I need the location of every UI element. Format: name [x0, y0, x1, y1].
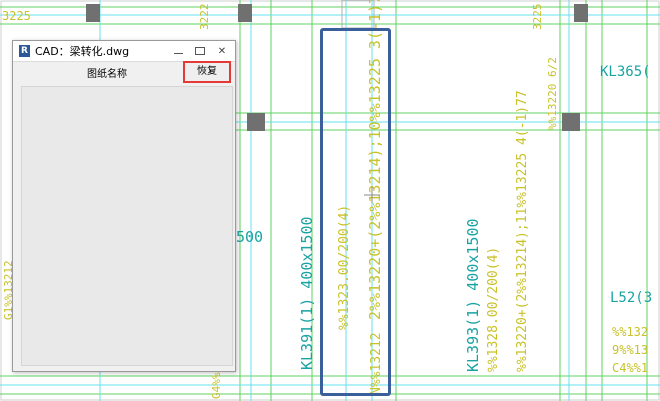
column-square-5: [562, 113, 580, 131]
drawing-list[interactable]: [21, 86, 233, 366]
text-left-500: 500: [236, 228, 263, 246]
column-square-3: [574, 4, 588, 22]
text-top-vertical-2: 3225: [531, 4, 544, 31]
restore-button[interactable]: 恢复: [183, 61, 231, 83]
text-mid-vertical: N%%13212: [369, 332, 384, 395]
text-left-vertical: G1%%13212: [2, 260, 15, 320]
text-l52-line3: 9%%13: [612, 343, 648, 357]
list-header: 图纸名称 恢复: [21, 61, 233, 84]
maximize-button[interactable]: [189, 41, 211, 61]
selection-highlight-box: [320, 28, 391, 396]
column-square-4: [247, 113, 265, 131]
column-header-drawing-name: 图纸名称: [87, 69, 127, 80]
dialog-title: CAD：梁转化.dwg: [35, 45, 130, 58]
column-square-2: [238, 4, 252, 22]
text-l52-line2: %%132: [612, 325, 648, 339]
minimize-button[interactable]: [167, 41, 189, 61]
app-icon: R: [19, 45, 30, 57]
maximize-icon: [195, 47, 205, 55]
dialog-titlebar[interactable]: R CAD：梁转化.dwg ✕: [13, 41, 235, 62]
text-kl393: KL393(1) 400x1500: [464, 218, 482, 372]
close-button[interactable]: ✕: [211, 41, 233, 61]
window-controls: ✕: [167, 41, 233, 61]
cad-dialog-window: R CAD：梁转化.dwg ✕ 图纸名称 恢复: [12, 40, 236, 372]
text-kl393-line2: %%13220+(2%%13214);11%%13225 4(-1)77: [515, 90, 530, 372]
text-top-left: 3225: [2, 9, 31, 23]
text-main-vertical: 2%%13220+(2%%13214);10%%13225 3(-1)77: [366, 0, 384, 320]
text-kl365: KL365(: [600, 64, 651, 80]
column-square-1: [86, 4, 100, 22]
text-l52: L52(3: [610, 290, 652, 306]
text-l52-line4: C4%%1: [612, 361, 648, 375]
minimize-icon: [173, 53, 183, 54]
close-icon: ✕: [217, 45, 227, 57]
cursor-crosshair-icon: [364, 187, 380, 203]
text-main-vertical-2: %%1323.00/200(4): [337, 205, 352, 330]
text-kl391: KL391(1) 400x1500: [298, 216, 316, 370]
text-kl393-line3: %%1328.00/200(4): [486, 247, 501, 372]
text-top-vertical-1: 3222: [198, 4, 211, 31]
text-right-vertical: %%13220 6/2: [546, 57, 559, 130]
